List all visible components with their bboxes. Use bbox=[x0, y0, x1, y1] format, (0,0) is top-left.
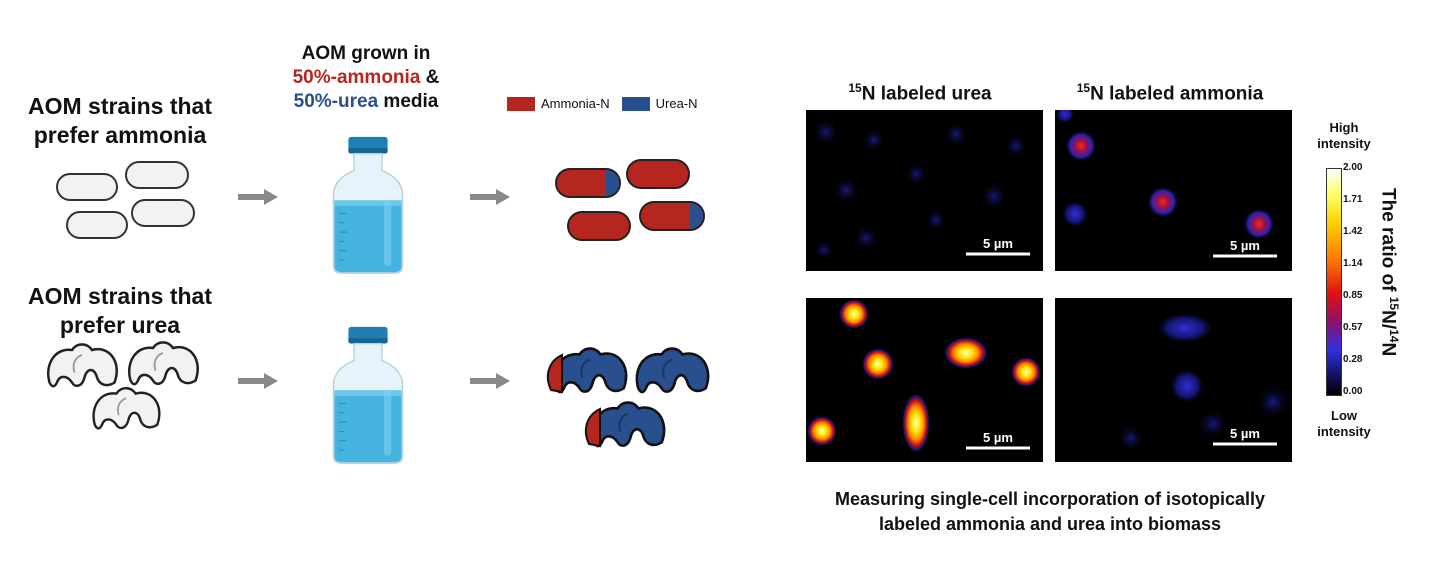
row1-title: AOM strains that prefer ammonia bbox=[27, 93, 213, 148]
ammonia-strain-labeled-cells bbox=[555, 159, 705, 241]
scale-bar-label: 5 µm bbox=[1230, 426, 1260, 441]
colorbar-title: The ratio of 15N/14N bbox=[1377, 188, 1401, 357]
legend-swatch-urea bbox=[621, 96, 650, 111]
nanosims-panels: 5 µm 5 µm 5 µm 5 µm bbox=[806, 110, 1292, 462]
colorbar-high-label: High intensity bbox=[1317, 120, 1371, 151]
urea-media-label: 50%-urea bbox=[293, 91, 379, 112]
legend-label-urea: Urea-N bbox=[655, 96, 698, 111]
panel-ammonia-ammonia-strains: 5 µm bbox=[1055, 110, 1292, 271]
panel-ammonia-urea-strains: 5 µm bbox=[1055, 298, 1292, 462]
scale-bar-label: 5 µm bbox=[983, 236, 1013, 251]
row2-title: AOM strains that prefer urea bbox=[27, 283, 213, 338]
col-title-ammonia: 15N labeled ammonia bbox=[1076, 81, 1264, 105]
arrow-icon bbox=[470, 189, 510, 205]
media-header: AOM grown in 50%-ammonia & 50%-urea medi… bbox=[292, 43, 440, 112]
scale-bar-label: 5 µm bbox=[1230, 238, 1260, 253]
legend-label-ammonia: Ammonia-N bbox=[541, 96, 610, 111]
urea-strain-labeled-cells bbox=[546, 347, 710, 448]
figure-caption: Measuring single-cell incorporation of i… bbox=[834, 489, 1266, 534]
arrow-icon bbox=[238, 373, 278, 389]
media-bottle-icon bbox=[332, 326, 404, 464]
panel-urea-urea-strains: 5 µm bbox=[806, 298, 1043, 462]
ammonia-media-label: 50%-ammonia bbox=[292, 67, 421, 88]
urea-strain-cells bbox=[46, 341, 200, 430]
col-title-urea: 15N labeled urea bbox=[848, 81, 992, 105]
ammonia-strain-cells bbox=[56, 161, 195, 239]
media-bottle-icon bbox=[332, 136, 404, 274]
arrow-icon bbox=[470, 373, 510, 389]
colorbar bbox=[1326, 168, 1342, 396]
arrow-icon bbox=[238, 189, 278, 205]
legend: Ammonia-N Urea-N bbox=[507, 96, 698, 111]
strain-diagram bbox=[46, 136, 710, 464]
legend-swatch-ammonia bbox=[507, 96, 535, 111]
panel-urea-ammonia-strains: 5 µm bbox=[806, 110, 1043, 271]
colorbar-low-label: Low intensity bbox=[1317, 408, 1371, 439]
scale-bar-label: 5 µm bbox=[983, 430, 1013, 445]
colorbar-ticks: 2.00 1.71 1.42 1.14 0.85 0.57 0.28 0.00 bbox=[1343, 162, 1363, 397]
